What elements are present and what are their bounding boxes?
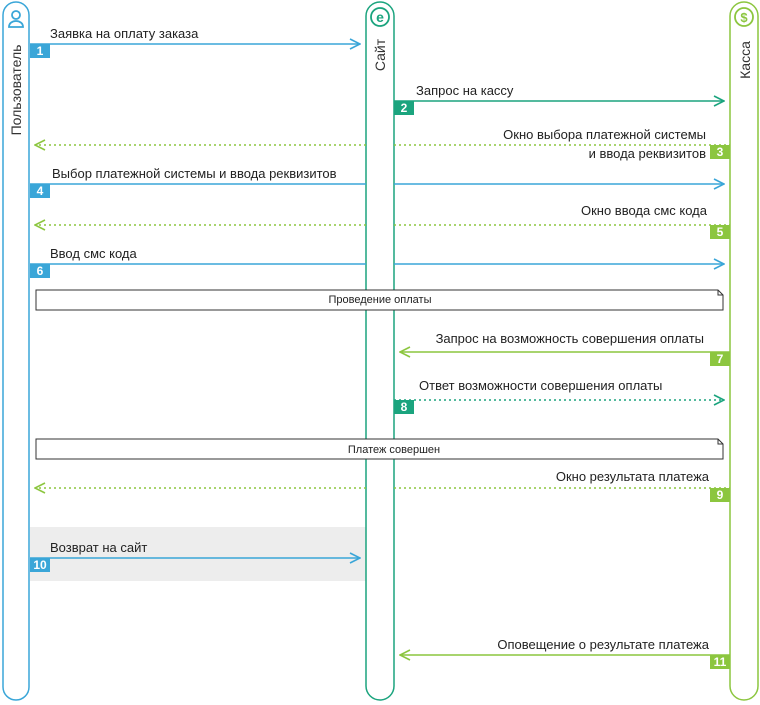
step-number-badge: 11 bbox=[714, 655, 727, 669]
message-label: Ввод смс кода bbox=[50, 246, 137, 261]
message-label: Окно выбора платежной системы bbox=[503, 127, 706, 142]
step-number-badge: 2 bbox=[401, 101, 408, 115]
step-number-badge: 6 bbox=[37, 264, 44, 278]
site-e-icon: e bbox=[370, 7, 390, 27]
message-label: Запрос на возможность совершения оплаты bbox=[436, 331, 704, 346]
message-label: Окно ввода смс кода bbox=[581, 203, 708, 218]
message-label: Окно результата платежа bbox=[556, 469, 710, 484]
return-highlight-band bbox=[30, 527, 366, 581]
step-number-badge: 5 bbox=[717, 225, 724, 239]
step-number-badge: 4 bbox=[37, 184, 44, 198]
message-step-10: Возврат на сайт 10 bbox=[30, 540, 360, 572]
message-step-6: Ввод смс кода 6 bbox=[30, 246, 724, 278]
dollar-icon: $ bbox=[734, 7, 754, 27]
note-label: Проведение оплаты bbox=[329, 294, 432, 306]
note-payment-processing: Проведение оплаты bbox=[35, 289, 724, 311]
message-step-8: Ответ возможности совершения оплаты 8 bbox=[394, 378, 724, 414]
message-step-5: Окно ввода смс кода 5 bbox=[35, 203, 730, 239]
message-label: Запрос на кассу bbox=[416, 83, 514, 98]
lane-title-cashbox: Касса bbox=[737, 41, 753, 79]
lane-title-site: Сайт bbox=[372, 38, 388, 71]
message-label: Ответ возможности совершения оплаты bbox=[419, 378, 662, 393]
lifeline-cashbox: $ Касса bbox=[729, 1, 759, 701]
step-number-badge: 1 bbox=[37, 44, 44, 58]
message-label: Возврат на сайт bbox=[50, 540, 147, 555]
svg-text:e: e bbox=[376, 9, 384, 25]
message-step-4: Выбор платежной системы и ввода реквизит… bbox=[30, 166, 724, 198]
step-number-badge: 8 bbox=[401, 400, 408, 414]
user-icon bbox=[8, 10, 24, 28]
note-label: Платеж совершен bbox=[348, 444, 440, 456]
step-number-badge: 7 bbox=[717, 352, 724, 366]
step-number-badge: 9 bbox=[717, 488, 724, 502]
message-step-11: Оповещение о результате платежа 11 bbox=[400, 637, 730, 669]
lifeline-user: Пользователь bbox=[2, 1, 30, 701]
message-step-3: Окно выбора платежной системы и ввода ре… bbox=[35, 127, 730, 161]
message-step-9: Окно результата платежа 9 bbox=[35, 469, 730, 502]
lifeline-site: e Сайт bbox=[365, 1, 395, 701]
message-label-line-2: и ввода реквизитов bbox=[589, 146, 706, 161]
message-label: Выбор платежной системы и ввода реквизит… bbox=[52, 166, 337, 181]
message-step-7: Запрос на возможность совершения оплаты … bbox=[400, 331, 730, 366]
svg-text:$: $ bbox=[740, 10, 748, 25]
note-payment-completed: Платеж совершен bbox=[35, 438, 724, 460]
step-number-badge: 3 bbox=[717, 145, 724, 159]
message-label: Заявка на оплату заказа bbox=[50, 26, 199, 41]
message-step-1: Заявка на оплату заказа 1 bbox=[30, 26, 360, 58]
message-label: Оповещение о результате платежа bbox=[497, 637, 709, 652]
message-step-2: Запрос на кассу 2 bbox=[394, 83, 724, 115]
lane-title-user: Пользователь bbox=[8, 45, 24, 136]
step-number-badge: 10 bbox=[33, 558, 47, 572]
